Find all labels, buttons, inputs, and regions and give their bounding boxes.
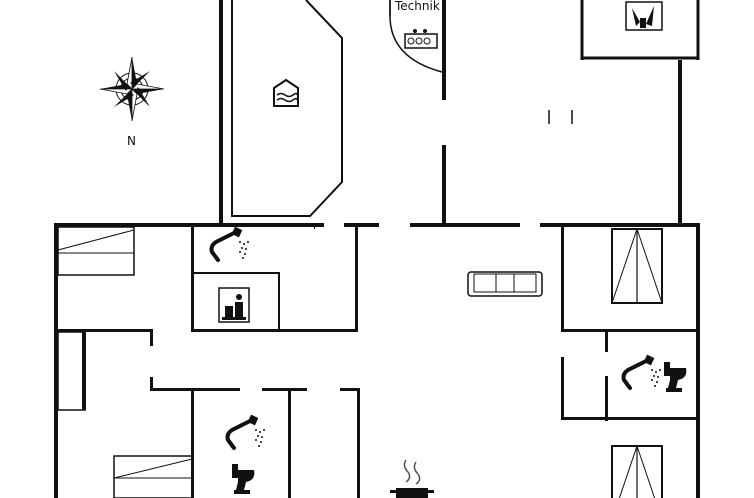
wardrobe-icon [611, 228, 663, 304]
toilet-icon [232, 464, 255, 494]
wall [58, 329, 153, 332]
wall [355, 227, 358, 332]
pool [231, 0, 343, 217]
wardrobe-icon [57, 331, 86, 411]
wall [678, 60, 682, 227]
wall [442, 0, 446, 100]
wall [561, 227, 564, 332]
wall [561, 357, 564, 417]
wall [608, 329, 696, 332]
wall [442, 145, 446, 227]
pool-icon [273, 78, 299, 107]
wall [150, 332, 153, 346]
walls [54, 0, 700, 498]
wall [410, 223, 520, 227]
wall [191, 391, 194, 498]
technik-label: Technik [394, 0, 440, 13]
pot-icon [390, 459, 434, 498]
wall [561, 417, 696, 420]
wall [191, 329, 358, 332]
cleaning-tools-icon [625, 1, 663, 31]
wall [540, 223, 700, 227]
wall [564, 329, 608, 332]
bed-icon [57, 226, 135, 276]
shower-icon [209, 224, 251, 262]
wall [314, 227, 315, 229]
sofa-icon [467, 271, 543, 297]
compass-label: N [127, 134, 136, 148]
wall [219, 0, 223, 226]
technik-room: Technik [389, 0, 443, 73]
technik-icon [404, 29, 438, 49]
wall [194, 272, 280, 274]
wall [288, 391, 291, 498]
wall [262, 388, 307, 391]
wall [605, 332, 608, 352]
shower-icon [225, 412, 267, 450]
wall [605, 376, 608, 421]
wall [357, 391, 360, 498]
bed-icon [113, 455, 193, 498]
shower-icon [621, 352, 663, 390]
sauna-icon [218, 287, 250, 323]
wall [696, 223, 700, 498]
cleaning-closet [580, 0, 700, 60]
wall [150, 377, 153, 390]
wardrobe-icon [611, 445, 663, 498]
wall [340, 388, 360, 391]
compass-rose-icon: N [99, 56, 165, 148]
wall [54, 223, 324, 227]
wall [344, 223, 379, 227]
wall [54, 223, 58, 498]
wall [150, 388, 240, 391]
wall [191, 227, 194, 332]
wall [278, 272, 280, 330]
toilet-icon [664, 362, 687, 392]
